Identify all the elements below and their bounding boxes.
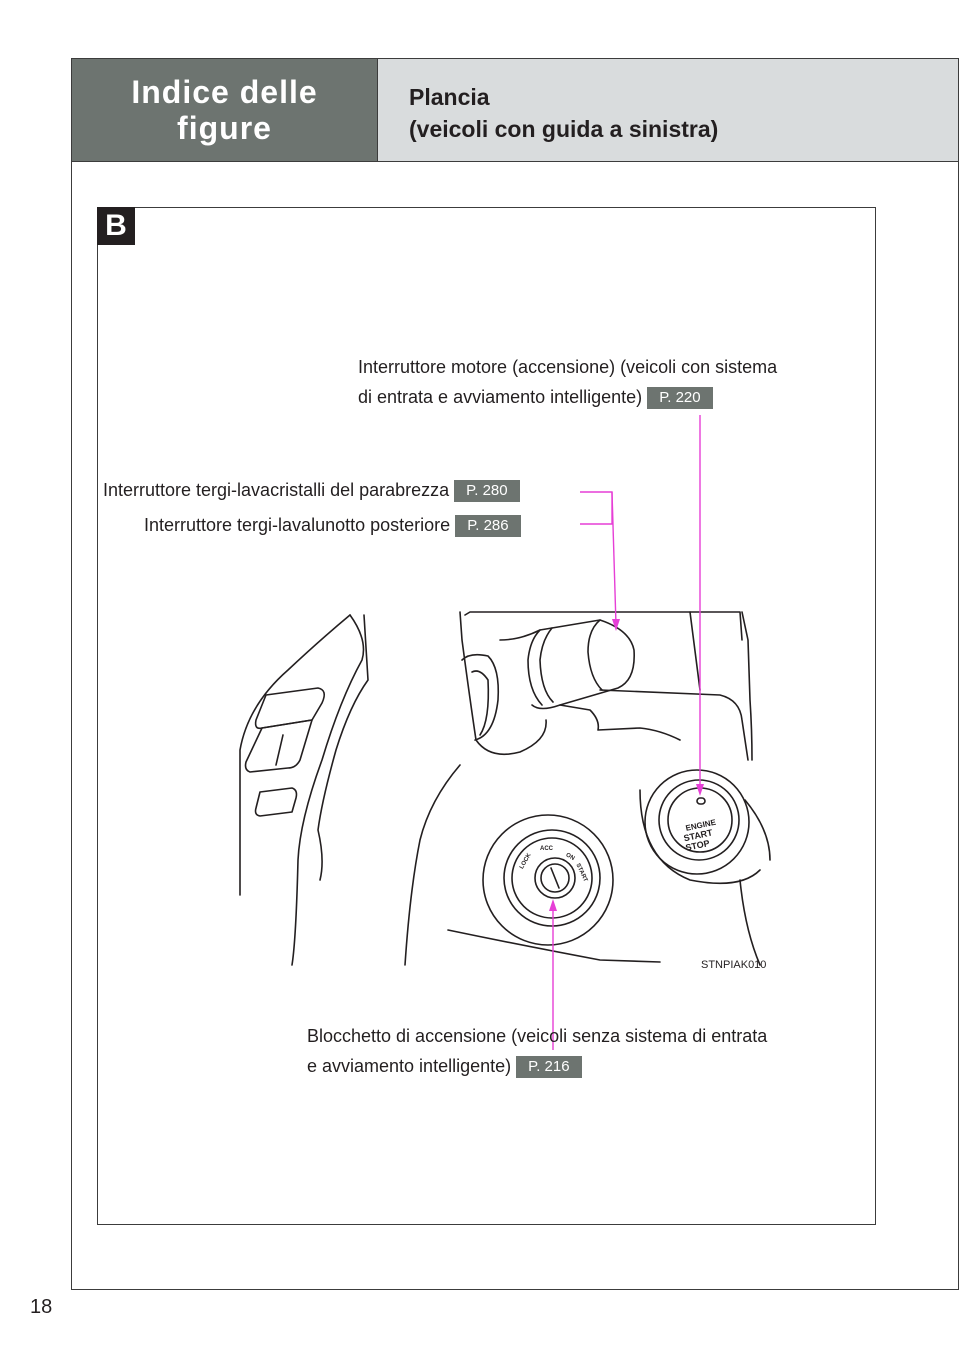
- ignition-lock-page-tag[interactable]: P. 216: [516, 1056, 582, 1079]
- image-code: STNPIAK010: [701, 959, 766, 971]
- panel-badge: B: [97, 207, 135, 245]
- subtitle-box: Plancia (veicoli con guida a sinistra): [377, 59, 958, 161]
- figure-panel: [97, 207, 876, 1225]
- windshield-wiper-callout: Interruttore tergi-lavacristalli del par…: [103, 476, 520, 504]
- engine-switch-page-tag[interactable]: P. 220: [647, 387, 713, 410]
- engine-switch-callout-line1: Interruttore motore (accensione) (veicol…: [358, 357, 778, 377]
- ignition-pos-on: ON: [565, 852, 576, 862]
- section-title: Indice delle figure: [131, 74, 318, 146]
- ignition-lock-callout-line1: Blocchetto di accensione (veicoli senza …: [307, 1026, 768, 1046]
- header-divider: [72, 161, 958, 162]
- engine-switch-callout: di entrata e avviamento intelligente) P.…: [358, 383, 713, 411]
- page-number: 18: [30, 1296, 53, 1318]
- ignition-lock-callout-line2: e avviamento intelligente): [307, 1056, 512, 1076]
- subtitle: Plancia (veicoli con guida a sinistra): [409, 84, 719, 142]
- section-title-box: Indice delle figure: [72, 59, 377, 161]
- engine-button-label-3: STOP: [685, 838, 711, 853]
- windshield-wiper-page-tag[interactable]: P. 280: [454, 480, 520, 503]
- page-frame: [71, 58, 959, 1290]
- rear-wiper-callout-label: Interruttore tergi-lavalunotto posterior…: [144, 515, 451, 535]
- rear-wiper-callout: Interruttore tergi-lavalunotto posterior…: [144, 511, 521, 539]
- engine-switch-callout-line2: di entrata e avviamento intelligente): [358, 387, 643, 407]
- ignition-pos-start: START: [574, 863, 588, 884]
- rear-wiper-page-tag[interactable]: P. 286: [455, 515, 521, 538]
- ignition-lock-callout: e avviamento intelligente) P. 216: [307, 1052, 582, 1080]
- windshield-wiper-callout-label: Interruttore tergi-lavacristalli del par…: [103, 480, 450, 500]
- ignition-pos-lock: LOCK: [519, 852, 533, 870]
- ignition-pos-acc: ACC: [540, 846, 554, 852]
